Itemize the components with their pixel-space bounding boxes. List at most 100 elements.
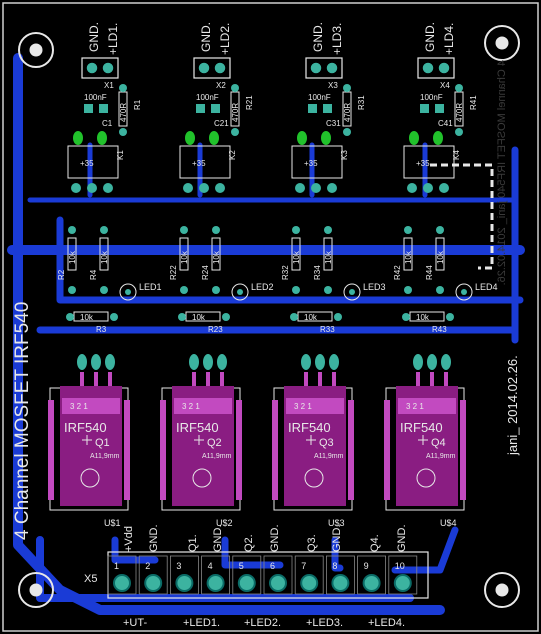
led-outline [119, 283, 137, 301]
heatsink-value: A11,9mm [426, 453, 456, 460]
via-pad [290, 313, 298, 321]
via-pad [100, 286, 108, 294]
led-pad [237, 289, 243, 295]
connector-pin-number: 7 [301, 561, 306, 571]
led-name: LED4 [475, 282, 498, 292]
cap-polarity: +35 [192, 159, 206, 168]
gnd-label: GND. [199, 22, 213, 52]
cap-value: 100nF [84, 93, 107, 102]
terminal-name: X4 [440, 81, 450, 90]
connector-signal-label: GND. [331, 525, 343, 553]
cap-value: 100nF [420, 93, 443, 102]
via-pad [231, 84, 239, 92]
via-pad [100, 226, 108, 234]
resistor-value: 470R [119, 103, 128, 122]
via-pad [292, 226, 300, 234]
connector-pin-pad [300, 574, 319, 592]
connector-cell [388, 555, 418, 595]
mosfet-leg [304, 372, 308, 388]
mosfet-hole [304, 468, 324, 488]
cap-name: C31 [326, 119, 341, 128]
cap-pad [183, 183, 193, 193]
heatsink-name: U$4 [440, 518, 457, 528]
connector-cell [294, 555, 324, 595]
connector-signal-label: GND. [396, 525, 408, 553]
connector-pin-number: 6 [270, 561, 275, 571]
connector-pin-number: 10 [395, 561, 405, 571]
terminal-name: X3 [328, 81, 338, 90]
mosfet-leg [332, 372, 336, 388]
green-via [321, 131, 331, 145]
resistor-name: R1 [133, 99, 142, 110]
terminal-block [417, 57, 455, 79]
cap-pad [295, 183, 305, 193]
resistor-name: R23 [208, 325, 223, 334]
terminal-name: X1 [104, 81, 114, 90]
via-pad [110, 313, 118, 321]
connector-cell [232, 555, 262, 595]
cap-pad [71, 183, 81, 193]
mosfet-pin-pad [301, 354, 311, 370]
gnd-label: GND. [311, 22, 325, 52]
mosfet-hole [80, 468, 100, 488]
terminal-block [193, 57, 231, 79]
via-pad [404, 226, 412, 234]
resistor-value: 470R [231, 103, 240, 122]
electrolytic-cap [67, 145, 119, 179]
resistor-body [409, 311, 445, 322]
mosfet-leg [80, 372, 84, 388]
connector-cell [201, 555, 231, 595]
resistor-name: R34 [313, 265, 322, 280]
green-via [297, 131, 307, 145]
mosfet-part: IRF540 [288, 420, 331, 435]
heatsink-value: A11,9mm [90, 453, 120, 460]
mosfet-leg [192, 372, 196, 388]
via-pad [324, 226, 332, 234]
via-pad [343, 84, 351, 92]
connector-cell [107, 555, 137, 595]
connector-output-label: +LED4. [368, 617, 405, 629]
cap-value: 100nF [308, 93, 331, 102]
via-pad [119, 128, 127, 136]
mosfet-leg [220, 372, 224, 388]
mosfet-hole [192, 468, 212, 488]
connector-pin-pad [144, 574, 163, 592]
connector-cell [263, 555, 293, 595]
connector-cell [138, 555, 168, 595]
resistor-body [403, 237, 413, 271]
mosfet-name: Q1 [95, 437, 110, 449]
jumper-dashed [430, 163, 494, 270]
heatsink-value: A11,9mm [202, 453, 232, 460]
cap-pad [311, 183, 321, 193]
gnd-label: GND. [87, 22, 101, 52]
connector-signal-label: Q2. [243, 534, 255, 552]
via-pad [222, 313, 230, 321]
cap-pad [420, 104, 429, 113]
cap-pad [323, 104, 332, 113]
connector-signal-label: Q1. [187, 534, 199, 552]
via-pad [436, 286, 444, 294]
resistor-value: 470R [455, 103, 464, 122]
heatsink-pad-left [48, 400, 54, 500]
resistor-name: R44 [425, 265, 434, 280]
via-pad [66, 313, 74, 321]
cap-pad [407, 183, 417, 193]
resistor-body [179, 237, 189, 271]
ld-label: +LD1. [106, 23, 120, 55]
mosfet-pin-numbers: 3 2 1 [70, 402, 88, 411]
connector-pin-pad [269, 574, 287, 592]
cap-k-label: K4 [452, 150, 461, 160]
resistor-body [73, 311, 109, 322]
mosfet-pin-pad [189, 354, 199, 370]
terminal-pad [437, 61, 451, 75]
mosfet-tab [398, 398, 456, 414]
cap-polarity: +35 [304, 159, 318, 168]
connector-signal-label: +Vdd [123, 526, 135, 552]
cap-k-label: K2 [228, 150, 237, 160]
green-via [97, 131, 107, 145]
terminal-pad [197, 61, 211, 75]
connector-pin-number: 9 [364, 561, 369, 571]
via-pad [446, 313, 454, 321]
